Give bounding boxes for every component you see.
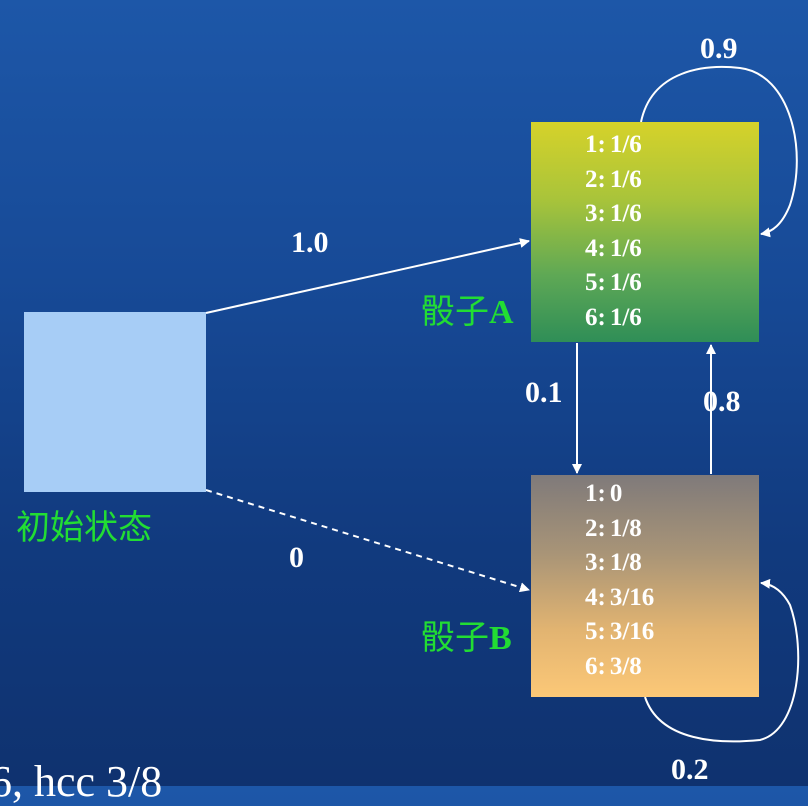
self-loop-a xyxy=(640,66,798,238)
dice-a-label: 骰子A xyxy=(421,294,514,331)
dice-b-emission-list: 1:0 2:1/8 3:1/8 4:3/16 5:3/16 6:3/8 xyxy=(585,477,654,684)
emission-row: 6:3/8 xyxy=(585,652,642,680)
prob-init-to-b: 0 xyxy=(289,541,304,574)
dice-b-node: 1:0 2:1/8 3:1/8 4:3/16 5:3/16 6:3/8 xyxy=(531,475,759,697)
arrow-init-to-a xyxy=(205,238,530,314)
prob-b-to-b: 0.2 xyxy=(671,753,709,786)
emission-row: 1:0 xyxy=(585,480,623,507)
dice-a-emission-list: 1:1/6 2:1/6 3:1/6 4:1/6 5:1/6 6:1/6 xyxy=(585,128,642,335)
emission-row: 5:1/6 xyxy=(585,269,642,296)
transition-arrows xyxy=(205,66,800,743)
emission-row: 2:1/8 xyxy=(585,514,642,542)
cropped-footer-text: 6, hcc 3/8 xyxy=(0,757,163,806)
prob-init-to-a: 1.0 xyxy=(291,226,329,259)
emission-row: 6:1/6 xyxy=(585,303,642,331)
emission-row: 4:3/16 xyxy=(585,583,655,611)
emission-row: 3:1/8 xyxy=(585,549,642,576)
initial-state-label: 初始状态 xyxy=(16,510,152,547)
prob-b-to-a: 0.8 xyxy=(703,385,741,418)
emission-row: 5:3/16 xyxy=(585,618,655,645)
self-loop-b xyxy=(644,578,800,743)
dice-b-label: 骰子B xyxy=(421,620,512,657)
emission-row: 2:1/6 xyxy=(585,165,642,193)
emission-row: 1:1/6 xyxy=(585,131,642,158)
dice-a-node: 1:1/6 2:1/6 3:1/6 4:1/6 5:1/6 6:1/6 xyxy=(531,122,759,342)
emission-row: 4:1/6 xyxy=(585,234,642,262)
arrow-init-to-b xyxy=(205,489,530,593)
prob-a-to-a: 0.9 xyxy=(700,32,738,65)
emission-row: 3:1/6 xyxy=(585,200,642,227)
initial-state-node xyxy=(24,312,206,492)
prob-a-to-b: 0.1 xyxy=(525,376,563,409)
